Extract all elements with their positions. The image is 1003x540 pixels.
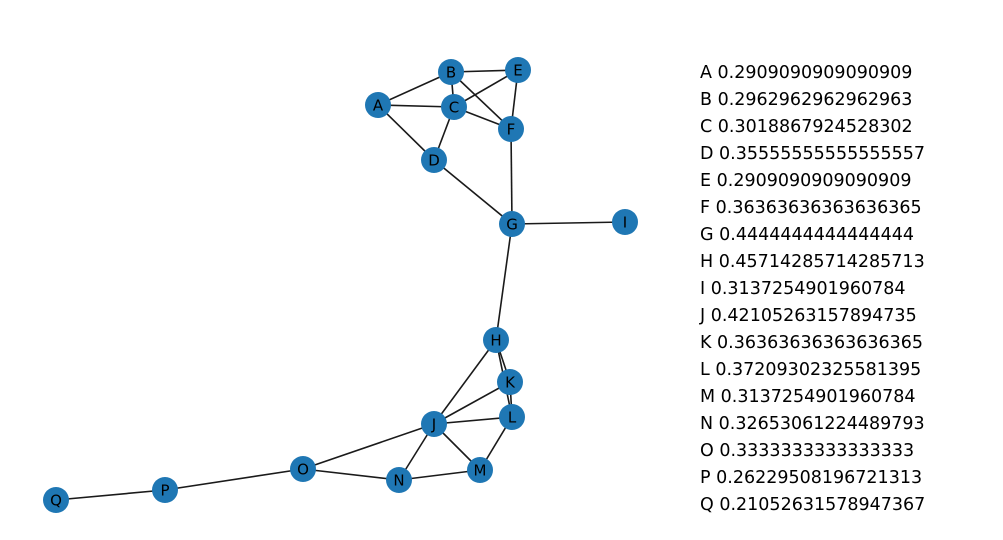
graph-nodes-layer: A BC D E F G H I J KL M N O P Q bbox=[43, 57, 638, 513]
graph-node[interactable]: D bbox=[421, 147, 447, 173]
centrality-row: L 0.37209302325581395 bbox=[700, 360, 922, 380]
graph-node-circle[interactable] bbox=[499, 404, 525, 430]
centrality-row: E 0.2909090909090909 bbox=[700, 171, 912, 191]
graph-node-circle[interactable] bbox=[467, 457, 493, 483]
centrality-value-list: A 0.2909090909090909 B 0.2962962962962963… bbox=[700, 60, 990, 519]
graph-node-circle[interactable] bbox=[612, 209, 638, 235]
graph-node[interactable]: N bbox=[386, 467, 412, 493]
centrality-row: A 0.2909090909090909 bbox=[700, 63, 913, 83]
graph-edge bbox=[511, 221, 626, 225]
graph-node-circle[interactable] bbox=[152, 477, 178, 503]
centrality-row: F 0.36363636363636365 bbox=[700, 198, 922, 218]
graph-node-circle[interactable] bbox=[438, 59, 464, 85]
centrality-row: J 0.42105263157894735 bbox=[700, 306, 917, 326]
graph-node[interactable]: J bbox=[421, 411, 447, 437]
graph-node[interactable]: G bbox=[499, 211, 525, 237]
graph-node-circle[interactable] bbox=[421, 411, 447, 437]
graph-edge bbox=[164, 468, 304, 491]
graph-edge bbox=[398, 469, 481, 481]
graph-node-circle[interactable] bbox=[505, 57, 531, 83]
graph-node[interactable]: I bbox=[612, 209, 638, 235]
graph-edge bbox=[377, 71, 452, 106]
graph-node-circle[interactable] bbox=[441, 94, 467, 120]
centrality-row: P 0.26229508196721313 bbox=[700, 468, 923, 488]
graph-node[interactable]: H bbox=[483, 327, 509, 353]
graph-node-circle[interactable] bbox=[421, 147, 447, 173]
graph-edge bbox=[510, 128, 513, 225]
graph-node[interactable]: Q bbox=[43, 487, 69, 513]
graph-edge bbox=[433, 159, 513, 225]
graph-edge bbox=[302, 423, 435, 470]
graph-edge bbox=[433, 339, 497, 425]
centrality-row: H 0.45714285714285713 bbox=[700, 252, 925, 272]
centrality-row: Q 0.21052631578947367 bbox=[700, 495, 926, 515]
centrality-row: M 0.3137254901960784 bbox=[700, 387, 916, 407]
graph-node-circle[interactable] bbox=[365, 92, 391, 118]
centrality-row: C 0.3018867924528302 bbox=[700, 117, 913, 137]
graph-node[interactable]: F bbox=[498, 116, 524, 142]
graph-edge bbox=[55, 489, 166, 501]
centrality-row: O 0.3333333333333333 bbox=[700, 441, 915, 461]
graph-node[interactable]: L bbox=[499, 404, 525, 430]
graph-node-circle[interactable] bbox=[499, 211, 525, 237]
graph-edge bbox=[495, 223, 513, 341]
graph-node[interactable]: K bbox=[497, 369, 523, 395]
graph-node-circle[interactable] bbox=[498, 116, 524, 142]
graph-node-circle[interactable] bbox=[290, 456, 316, 482]
graph-node-circle[interactable] bbox=[43, 487, 69, 513]
graph-edge bbox=[433, 416, 513, 425]
graph-node[interactable]: A bbox=[365, 92, 391, 118]
graph-edge bbox=[377, 104, 435, 161]
graph-node[interactable]: O bbox=[290, 456, 316, 482]
graph-node-circle[interactable] bbox=[386, 467, 412, 493]
graph-node[interactable]: E bbox=[505, 57, 531, 83]
graph-edges-layer bbox=[55, 69, 626, 501]
centrality-row: D 0.35555555555555557 bbox=[700, 144, 926, 164]
graph-edge bbox=[302, 468, 400, 481]
centrality-row: K 0.36363636363636365 bbox=[700, 333, 924, 353]
graph-node[interactable]: P bbox=[152, 477, 178, 503]
centrality-row: N 0.32653061224489793 bbox=[700, 414, 925, 434]
graph-node[interactable]: B bbox=[438, 59, 464, 85]
graph-edge bbox=[433, 381, 511, 425]
graph-node[interactable]: M bbox=[467, 457, 493, 483]
centrality-row: I 0.3137254901960784 bbox=[700, 279, 906, 299]
centrality-row: B 0.2962962962962963 bbox=[700, 90, 913, 110]
centrality-row: G 0.4444444444444444 bbox=[700, 225, 914, 245]
graph-node-circle[interactable] bbox=[497, 369, 523, 395]
graph-node-circle[interactable] bbox=[483, 327, 509, 353]
graph-edge bbox=[450, 71, 512, 130]
graph-node[interactable]: C bbox=[441, 94, 467, 120]
